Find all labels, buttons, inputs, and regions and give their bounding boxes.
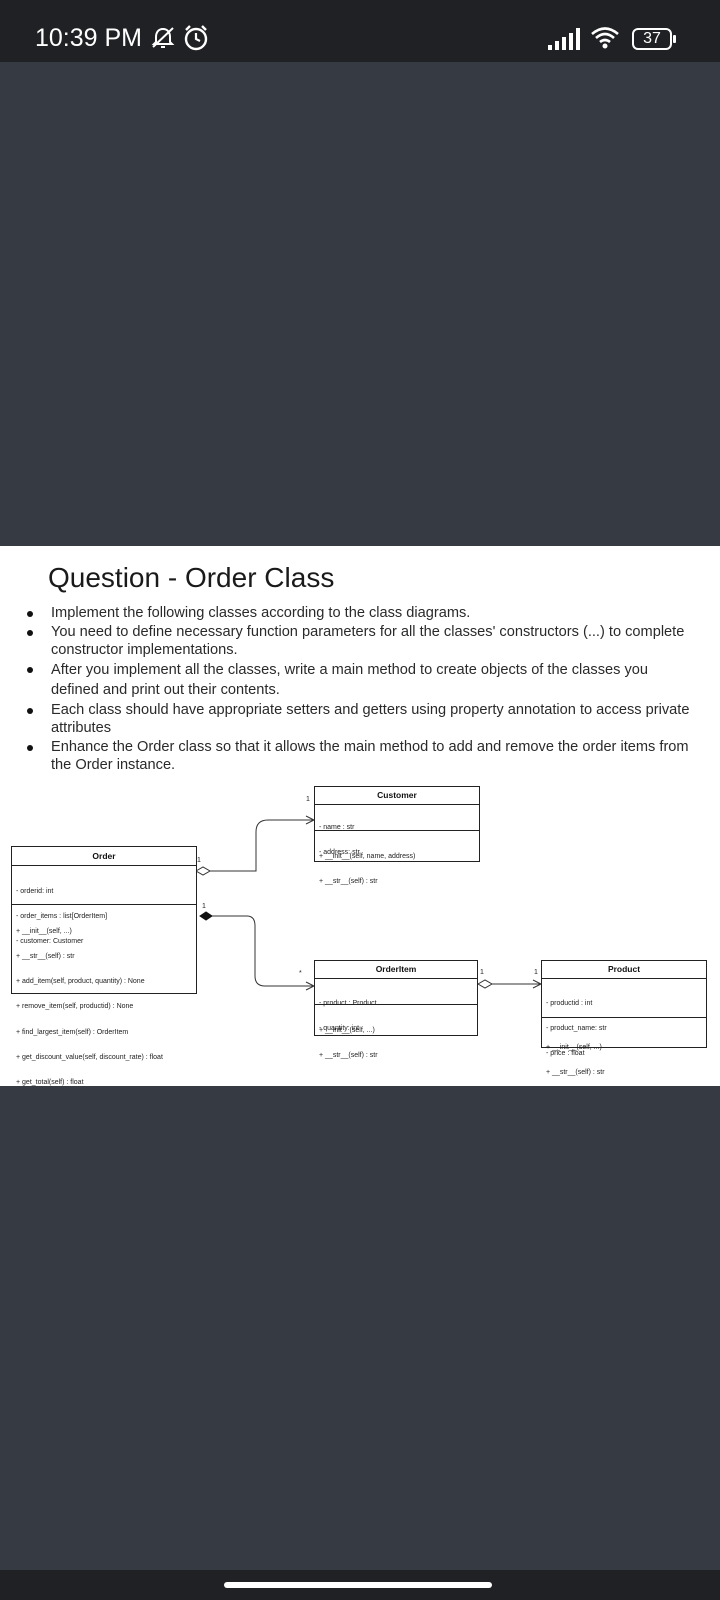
list-item: After you implement all the classes, wri…: [24, 660, 694, 700]
wifi-icon: [590, 26, 620, 55]
bullet-icon: [27, 745, 33, 751]
home-gesture-bar[interactable]: [224, 1582, 492, 1588]
order-orderitem-composition: [200, 915, 314, 987]
battery-icon: 37: [632, 28, 678, 50]
composition-diamond-icon: [199, 911, 213, 921]
signal-icon: [548, 28, 584, 55]
product-class-box: Product - productid : int - product_name…: [541, 960, 707, 1076]
order-class-box: Order - orderid: int - order_items : lis…: [11, 846, 197, 1086]
class-methods: + __init__(self, ...) + __str__(self) : …: [16, 927, 163, 1087]
class-methods: + __init__(self, ...) + __str__(self) : …: [546, 1043, 605, 1077]
bullet-icon: [27, 667, 33, 673]
notifications-muted-icon: [150, 26, 176, 55]
class-attributes: - orderid: int - order_items : list[Orde…: [12, 866, 196, 945]
status-bar: 10:39 PM: [0, 0, 720, 62]
class-methods: + __init__(self, name, address) + __str_…: [319, 852, 416, 886]
bullet-icon: [27, 630, 33, 636]
class-name: Customer: [315, 787, 479, 805]
multiplicity-label: 1: [534, 969, 538, 976]
class-name: OrderItem: [315, 961, 477, 979]
class-attributes: - name : str - address: str: [315, 805, 479, 856]
orderitem-class-box: OrderItem - product : Product - quantity…: [314, 960, 478, 1059]
class-methods: + __init__(self, ...) + __str__(self) : …: [319, 1026, 378, 1060]
order-customer-association: [210, 819, 314, 872]
alarm-icon: [182, 24, 210, 57]
battery-level: 37: [643, 30, 661, 47]
bullet-icon: [27, 708, 33, 714]
class-name: Order: [12, 847, 196, 866]
bullet-icon: [27, 611, 33, 617]
class-attributes: - productid : int - product_name: str - …: [542, 979, 706, 1057]
question-slide: Question - Order Class Implement the fol…: [0, 546, 720, 1086]
multiplicity-label: *: [299, 970, 302, 977]
list-item: Enhance the Order class so that it allow…: [24, 738, 694, 774]
status-time: 10:39 PM: [35, 24, 143, 52]
class-attributes: - product : Product - quantity: int: [315, 979, 477, 1032]
list-item: You need to define necessary function pa…: [24, 623, 694, 659]
multiplicity-label: 1: [480, 969, 484, 976]
multiplicity-label: 1: [306, 796, 310, 803]
list-item: Each class should have appropriate sette…: [24, 701, 694, 737]
multiplicity-label: 1: [197, 857, 201, 864]
list-item: Implement the following classes accordin…: [24, 604, 694, 622]
aggregation-diamond-icon: [194, 866, 212, 876]
class-name: Product: [542, 961, 706, 979]
slide-title: Question - Order Class: [48, 562, 335, 593]
instruction-list: Implement the following classes accordin…: [24, 604, 694, 775]
multiplicity-label: 1: [202, 903, 206, 910]
aggregation-diamond-icon: [476, 979, 494, 989]
customer-class-box: Customer - name : str - address: str + _…: [314, 786, 480, 885]
